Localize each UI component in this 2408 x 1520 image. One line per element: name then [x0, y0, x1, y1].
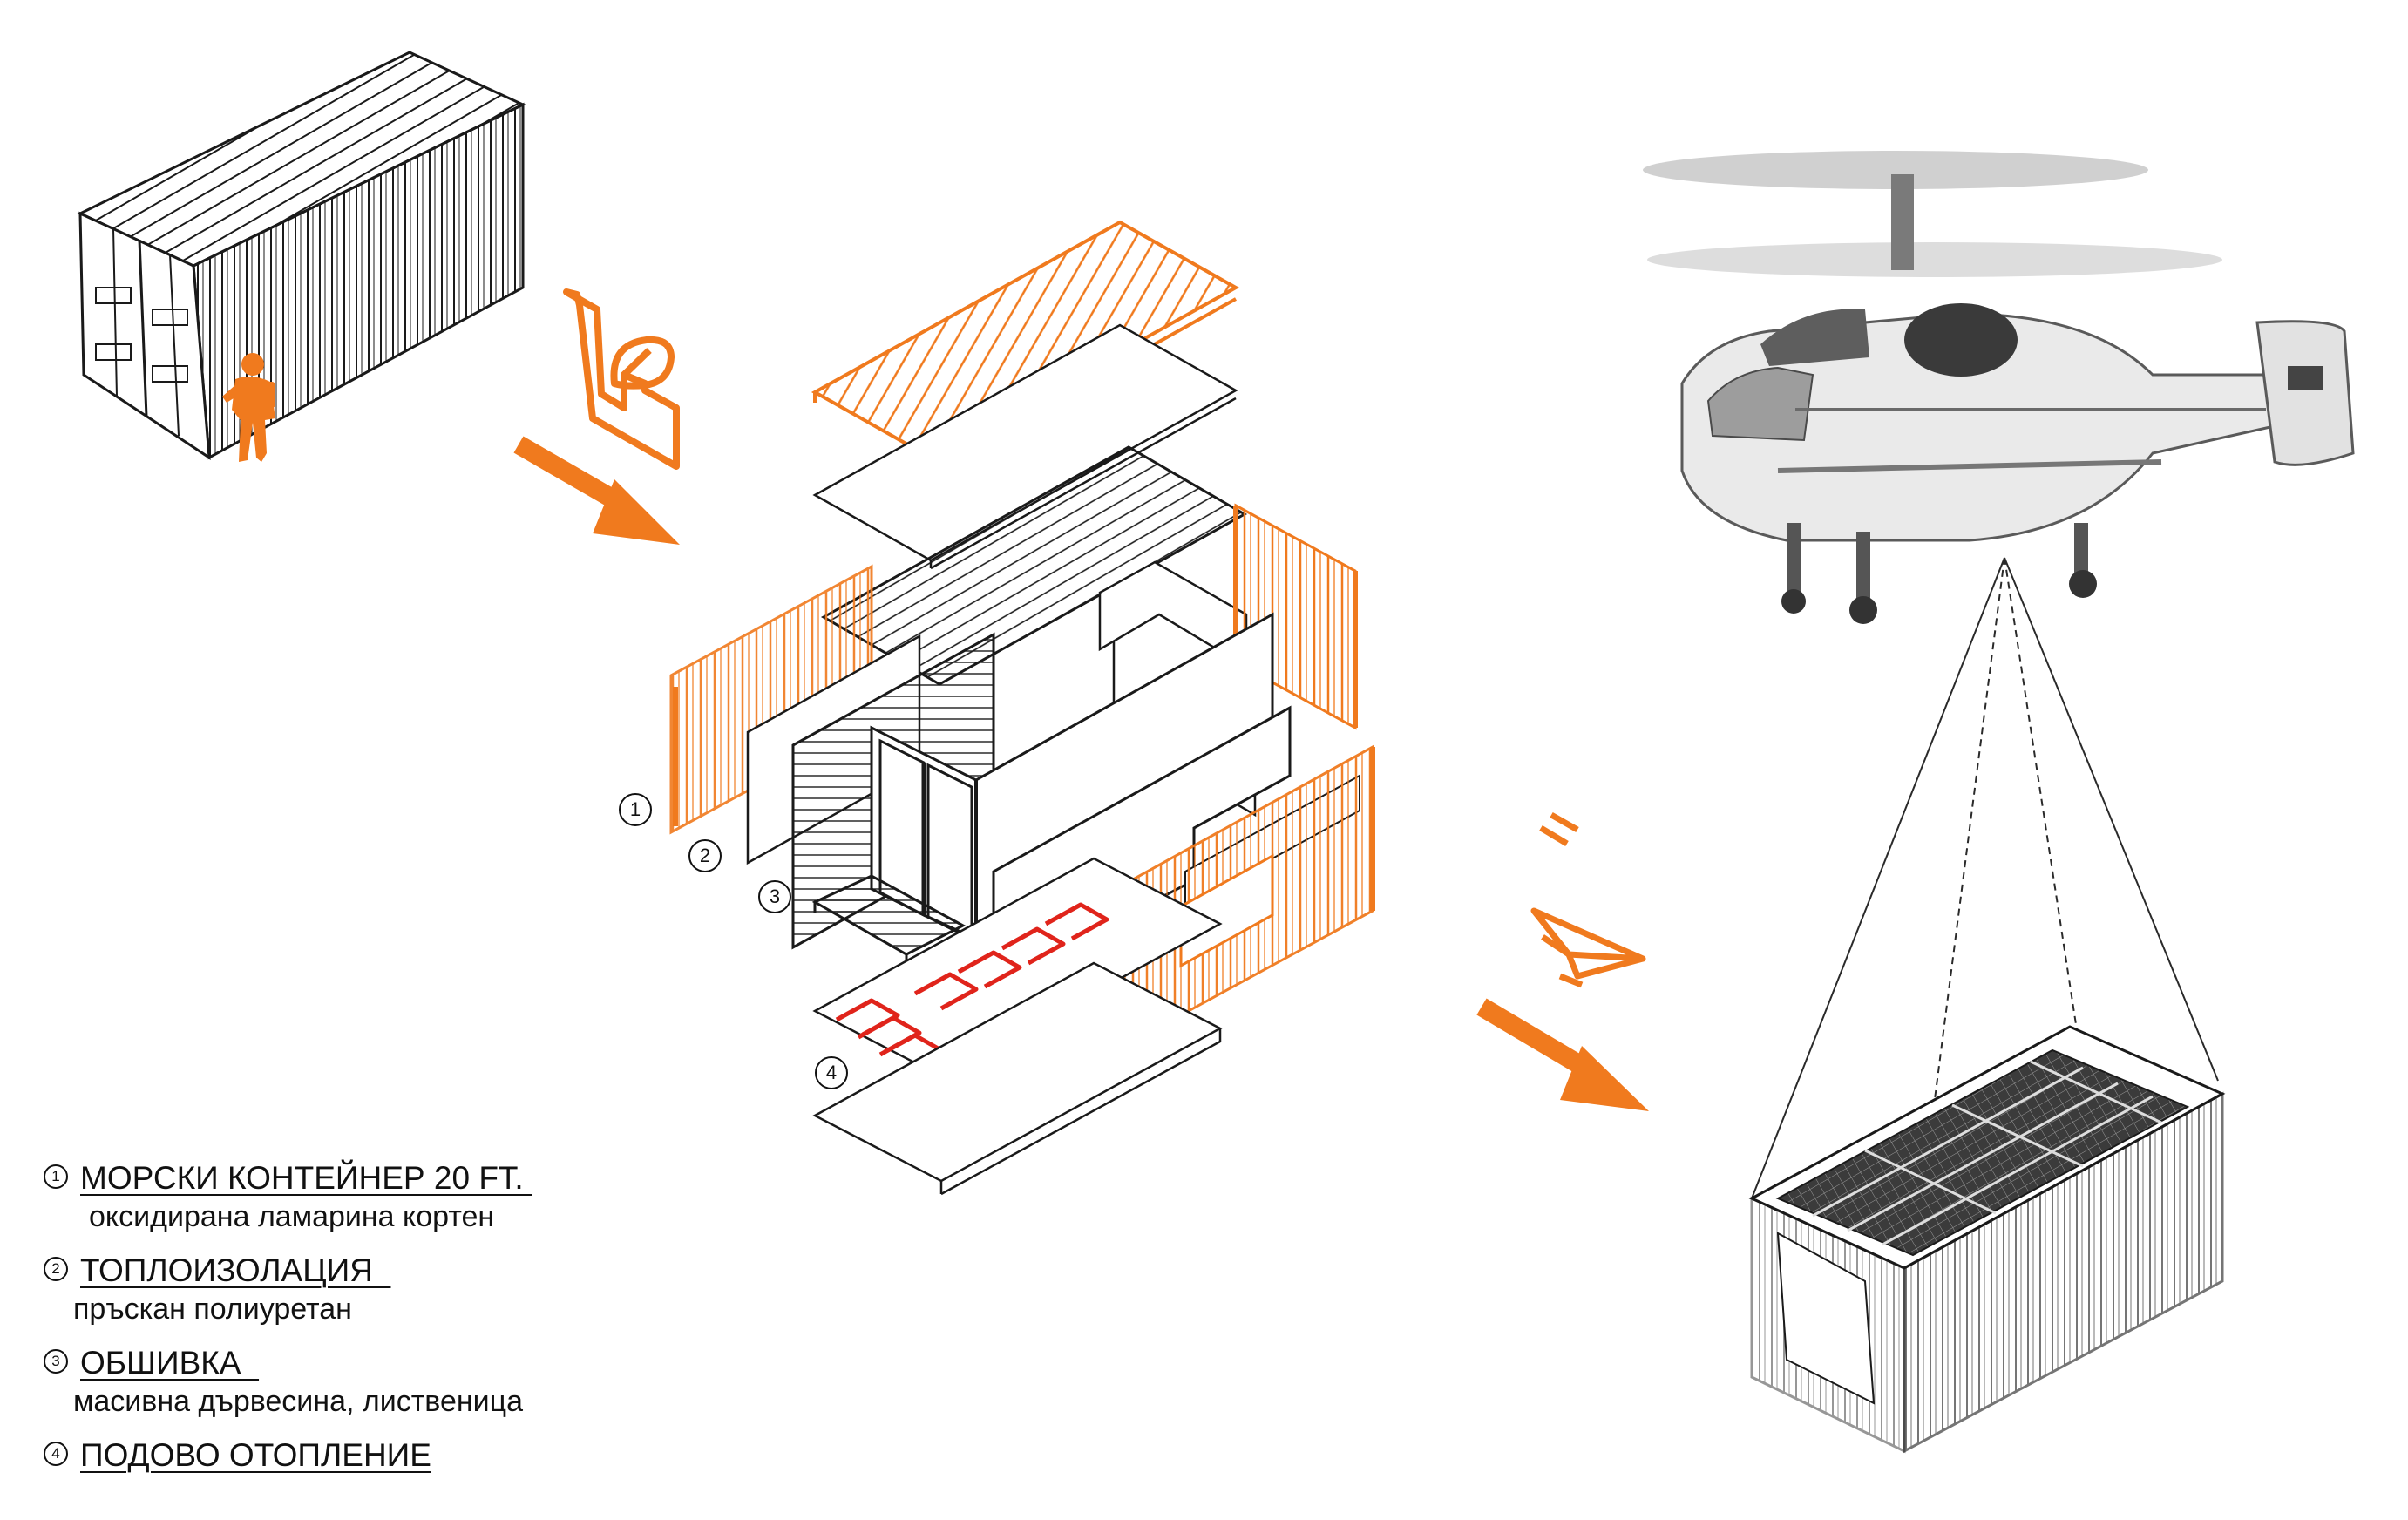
legend-item-1: 1 МОРСКИ КОНТЕЙНЕР 20 FT. оксидирана лама… — [44, 1159, 532, 1236]
container-with-solar-panels — [1748, 1025, 2226, 1454]
legend-num-3: 3 — [44, 1349, 68, 1374]
paper-plane-icon — [1530, 811, 1646, 988]
lifting-slings — [1751, 557, 2219, 1199]
legend-title-1: МОРСКИ КОНТЕЙНЕР 20 FT. — [80, 1160, 532, 1196]
helicopter — [1643, 151, 2355, 624]
arrow-to-transport-icon — [1476, 998, 1649, 1111]
factory-leaf-icon — [563, 288, 680, 470]
legend-item-4: 4 ПОДОВО ОТОПЛЕНИЕ — [44, 1436, 532, 1475]
callout-4: 4 — [815, 1056, 848, 1089]
legend-title-2: ТОПЛОИЗОЛАЦИЯ — [80, 1252, 391, 1288]
exploded-container-house — [669, 220, 1375, 1196]
legend-num-1: 1 — [44, 1164, 68, 1190]
legend-item-3: 3 ОБШИВКА масивна дървесина, лиственица — [44, 1344, 532, 1421]
legend-num-4: 4 — [44, 1442, 68, 1467]
legend: 1 МОРСКИ КОНТЕЙНЕР 20 FT. оксидирана лама… — [44, 1159, 532, 1490]
legend-item-2: 2 ТОПЛОИЗОЛАЦИЯ пръскан полиуретан — [44, 1252, 532, 1328]
arrow-to-factory-icon — [513, 436, 680, 545]
legend-subtitle-1: оксидирана ламарина кортен — [89, 1200, 495, 1233]
solar-panel-icon — [1775, 1048, 2190, 1257]
legend-title-3: ОБШИВКА — [80, 1345, 260, 1381]
callout-3: 3 — [758, 880, 791, 913]
legend-title-4: ПОДОВО ОТОПЛЕНИЕ — [80, 1437, 431, 1473]
legend-num-2: 2 — [44, 1257, 68, 1282]
callout-1: 1 — [619, 793, 652, 826]
legend-subtitle-2: пръскан полиуретан — [73, 1293, 352, 1326]
legend-subtitle-3: масивна дървесина, лиственица — [73, 1385, 524, 1418]
worker-silhouette-icon — [222, 353, 275, 462]
shipping-container-closed — [77, 51, 526, 460]
callout-2: 2 — [688, 839, 722, 872]
